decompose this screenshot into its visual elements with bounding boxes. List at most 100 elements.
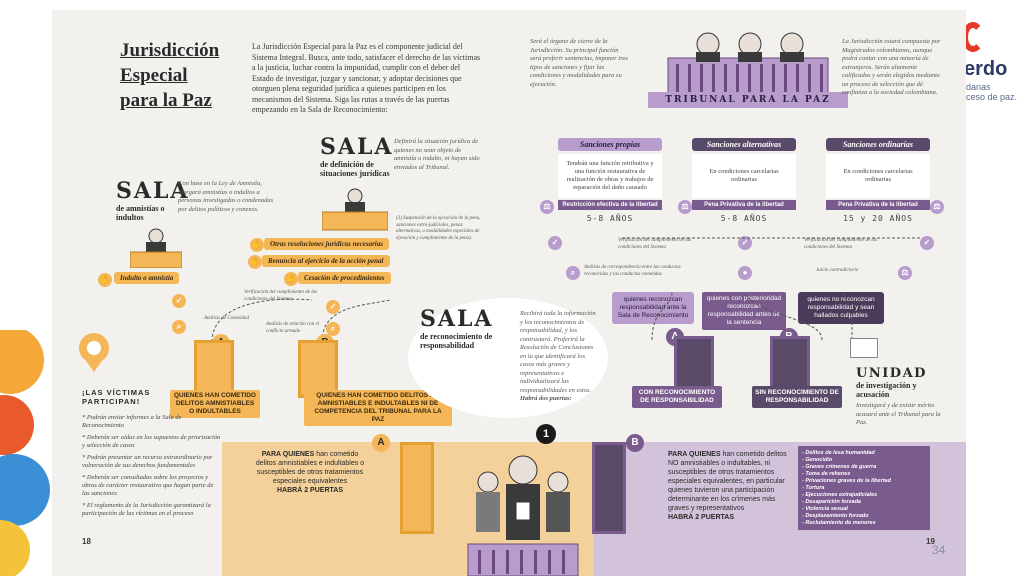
crime-item: - Privaciones graves de la libertad xyxy=(802,478,891,484)
sanciones-propias-body: Tendrán una función retributiva y una fu… xyxy=(558,154,662,198)
route-lines-left xyxy=(211,298,391,343)
tribunal-right-text: La Jurisdicción estará compuesta por Mag… xyxy=(842,38,941,96)
gavel-icon-2: ⚖ xyxy=(678,200,692,214)
sala-reconocimiento-heading: SALA de reconocimiento de responsabilida… xyxy=(420,306,494,350)
crime-item: - Delitos de lesa humanidad xyxy=(802,450,875,456)
sin-reconocimiento-label: SIN RECONOCIMIENTO DE RESPONSABILIDAD xyxy=(752,386,842,408)
crime-item: - Tortura xyxy=(802,485,825,491)
route-box-1: quienes reconozcan responsabilidad ante … xyxy=(612,292,694,324)
victimas-item: * El reglamento de la Jurisdicción garan… xyxy=(82,502,211,517)
sala-amnistia-heading: SALA de amnistías o indultos xyxy=(116,178,190,222)
magnifier-icon-b: ⌕ xyxy=(326,322,340,336)
victimas-title: ¡LAS VÍCTIMAS PARTICIPAN! xyxy=(82,388,151,406)
person-icon: ● xyxy=(738,266,752,280)
verif-note-2: Verificación del cumplimiento de las con… xyxy=(804,238,878,250)
page-title: Jurisdicción Especial para la Paz xyxy=(120,40,220,111)
hand-icon-2: ✋ xyxy=(248,255,262,269)
sanciones-ordinarias-body: En condiciones carcelarias ordinarias xyxy=(826,154,930,198)
door-b-left-label: QUIENES HAN COMETIDO DELITOS NO AMNISTIA… xyxy=(304,390,452,426)
pill-otras-resoluciones: Otras resoluciones jurídicas necesarias xyxy=(264,238,389,250)
magnifier-icon-a: ⌕ xyxy=(172,320,186,334)
sanciones-propias-years: 5-8 AÑOS xyxy=(586,214,634,223)
computer-icon xyxy=(850,338,878,358)
decorative-shapes xyxy=(0,330,52,576)
route-box-3: quienes no reconozcan responsabilidad y … xyxy=(798,292,884,324)
judge-situaciones xyxy=(321,188,389,232)
sanciones-alternativas-body: En condiciones carcelarias ordinarias xyxy=(692,154,796,198)
gavel-icon-4: ⚖ xyxy=(898,266,912,280)
pill-renuncia: Renuncia al ejercicio de la acción penal xyxy=(262,255,390,267)
sala-reconocimiento-desc: Recibirá toda la información y los recon… xyxy=(520,310,596,402)
sanciones-ordinarias-restr: Pena Privativa de la libertad xyxy=(826,200,930,210)
door-b-right[interactable] xyxy=(770,336,810,392)
door-b-left[interactable] xyxy=(298,340,338,398)
unidad-desc: Investigará y de existir mérito acusará … xyxy=(856,402,941,426)
gavel-icon-1: ⚖ xyxy=(540,200,554,214)
gavel-icon-3: ⚖ xyxy=(930,200,944,214)
location-pin-icon xyxy=(78,332,110,372)
crime-item: - Violencia sexual xyxy=(802,506,848,512)
route-lines-right xyxy=(622,237,922,341)
pill-indulto: Indulto o amnistía xyxy=(114,272,180,284)
door-a-floor[interactable] xyxy=(400,442,434,534)
logo-word: erdo xyxy=(964,58,1008,80)
hand-icon-3: ✋ xyxy=(284,272,298,286)
page-number-right: 19 xyxy=(926,537,935,546)
sanciones-alternativas-head: Sanciones alternativas xyxy=(692,138,796,151)
door-a-right[interactable] xyxy=(674,336,714,392)
sanciones-alternativas-restr: Pena Privativa de la libertad xyxy=(692,200,796,210)
letter-b-floor: B xyxy=(626,434,644,452)
crime-item: - Graves crímenes de guerra xyxy=(802,464,877,470)
unidad-heading: UNIDAD de investigación y acusación xyxy=(856,366,927,399)
sala-amnistia-desc: Con base en la Ley de Amnistía, otorgará… xyxy=(178,180,274,213)
juicio-note: Juicio contradictorio xyxy=(816,268,859,273)
sanciones-ordinarias-head: Sanciones ordinarias xyxy=(826,138,930,151)
crime-item: - Ejecuciones extrajudiciales xyxy=(802,492,878,498)
infographic-page: Jurisdicción Especial para la Paz La Jur… xyxy=(52,10,966,576)
door-a-left[interactable] xyxy=(194,340,234,398)
tribunal-left-text: Será el órgano de cierre de la Jurisdicc… xyxy=(530,38,628,88)
logo-subtitle-2: ceso de paz. xyxy=(966,92,1018,102)
hand-icon-1: ✋ xyxy=(250,238,264,252)
check-icon-d: ✓ xyxy=(738,236,752,250)
magnifier-icon-c: ⌕ xyxy=(566,266,580,280)
crime-item: - Genocidio xyxy=(802,457,833,463)
crimes-list: - Delitos de lesa humanidad - Genocidio … xyxy=(798,446,930,530)
step-number-1: 1 xyxy=(536,424,556,444)
sala-situaciones-heading: SALA de definición de situaciones jurídi… xyxy=(320,134,394,178)
victimas-item: * Deberán ser oídas en los supuestos de … xyxy=(82,434,221,449)
central-figures xyxy=(458,446,588,576)
logo-subtitle-1: danas xyxy=(966,82,991,92)
sala-situaciones-desc: Definirá la situación jurídica de quiene… xyxy=(394,138,480,171)
sanciones-propias-head: Sanciones propias xyxy=(558,138,662,151)
crime-item: - Reclutamiento de menores xyxy=(802,520,876,526)
sanciones-ordinarias-years: 15 y 20 AÑOS xyxy=(843,214,913,223)
floor-right-text: PARA QUIENES han cometido delitos NO amn… xyxy=(668,451,787,521)
crime-item: - Toma de rehenes xyxy=(802,471,851,477)
slide-number: 34 xyxy=(932,543,946,557)
intro-text: La Jurisdicción Especial para la Paz es … xyxy=(252,42,481,114)
door-b-floor[interactable] xyxy=(592,442,626,534)
reconocimiento-bubble xyxy=(408,298,608,418)
judge-amnistia xyxy=(129,228,183,269)
check-icon-b: ✓ xyxy=(326,300,340,314)
pill-cesacion: Cesación de procedimientos xyxy=(298,272,391,284)
sanciones-alternativas-years: 5-8 AÑOS xyxy=(720,214,768,223)
victimas-list: * Podrán enviar informes a la Sala de Re… xyxy=(82,414,222,518)
page-number-left: 18 xyxy=(82,537,91,546)
analisis-conexidad: Análisis de Conexidad xyxy=(204,316,249,321)
crime-item: - Desaparición forzada xyxy=(802,499,861,505)
sala-situaciones-note: (3) Suspensión de la ejecución de la pen… xyxy=(396,216,481,241)
victimas-item: * Podrán presentar un recurso extraordin… xyxy=(82,454,213,469)
victimas-item: * Podrán enviar informes a la Sala de Re… xyxy=(82,414,182,429)
floor-left-text: PARA QUIENES han cometido delitos amnist… xyxy=(255,451,365,494)
hand-icon: ✋ xyxy=(98,273,112,287)
crime-item: - Desplazamiento forzado xyxy=(802,513,869,519)
check-icon-c: ✓ xyxy=(548,236,562,250)
con-reconocimiento-label: CON RECONOCIMIENTO DE RESPONSABILIDAD xyxy=(632,386,722,408)
verif-note-1: Verificación del cumplimiento de las con… xyxy=(618,238,692,250)
analisis-note: Análisis de correspondencia entre las co… xyxy=(584,265,681,277)
victimas-item: * Deberán ser consultadas sobre los proy… xyxy=(82,474,214,497)
door-a-left-label: QUIENES HAN COMETIDO DELITOS AMNISTIABLE… xyxy=(170,390,260,418)
check-icon-a: ✓ xyxy=(172,294,186,308)
